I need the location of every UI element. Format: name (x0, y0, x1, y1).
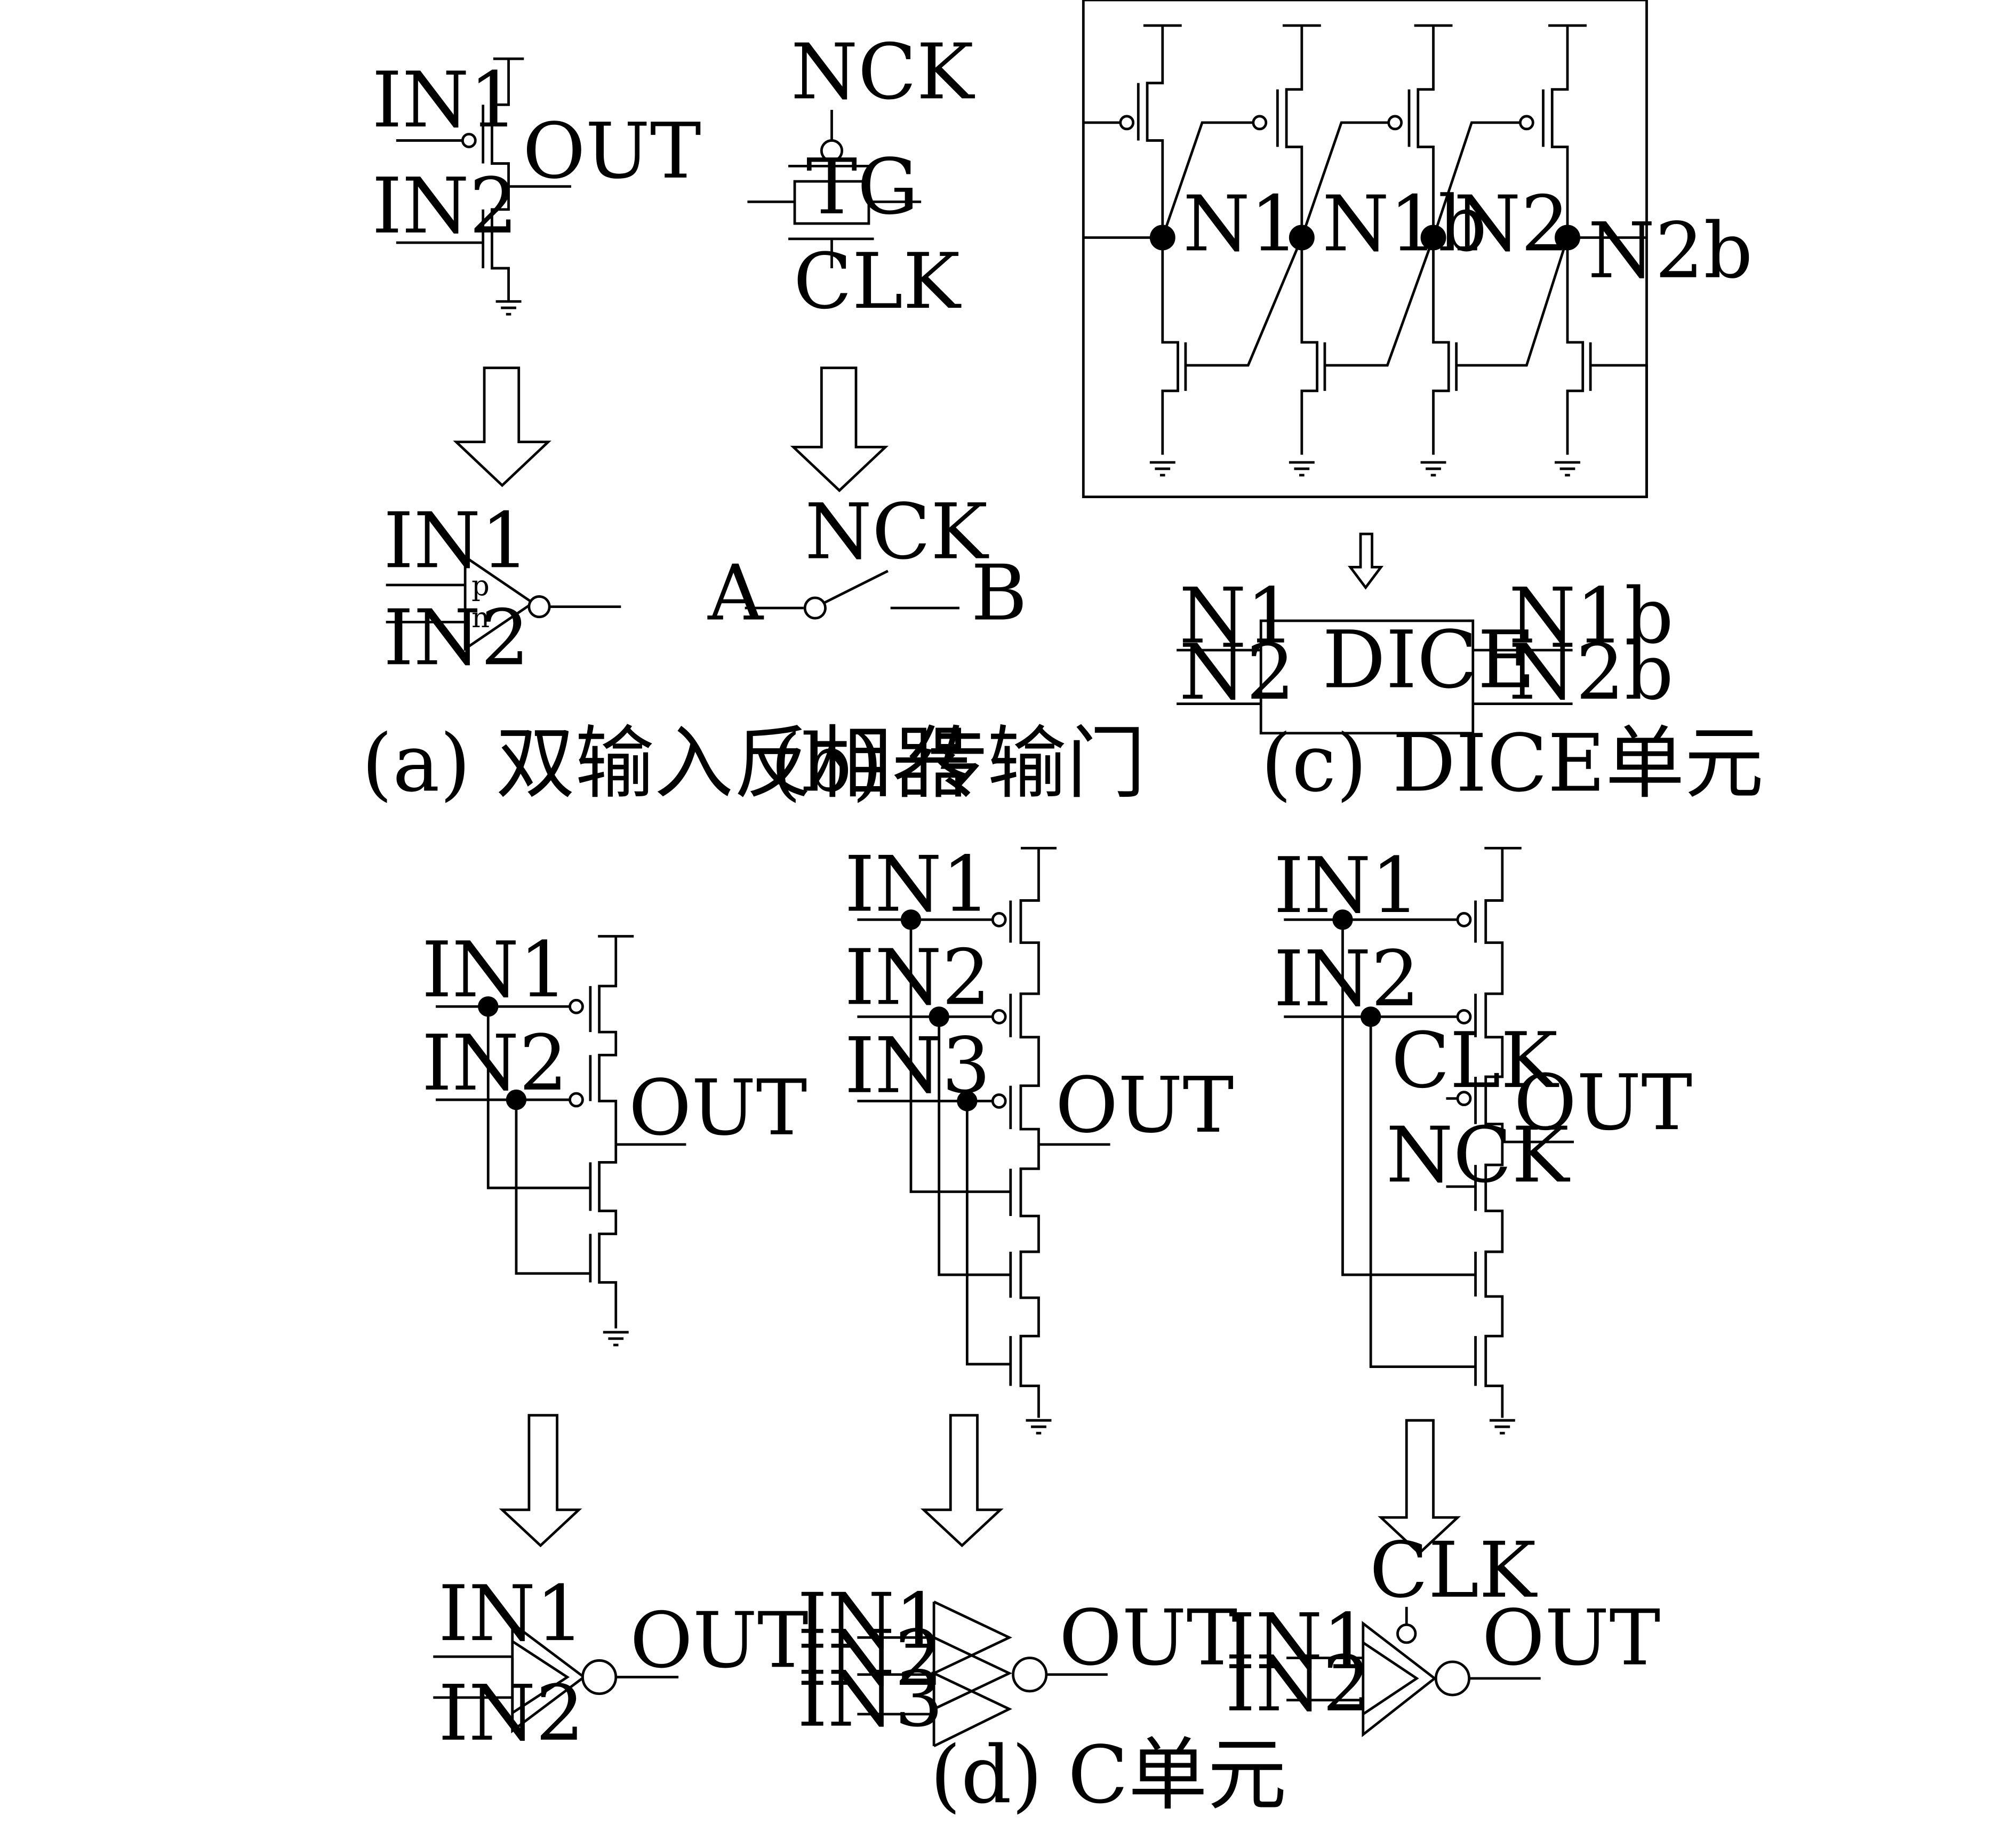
a-sym-n-label: n (471, 602, 490, 634)
d2-out-label: OUT (1055, 1061, 1234, 1150)
c-n2b-label: N2b (1588, 206, 1753, 295)
panel-d3-schematic (1284, 846, 1574, 1433)
d1-in1-label: IN1 (422, 925, 568, 1014)
panel-d3-down-arrow (1378, 1419, 1461, 1555)
panel-c-dice-block (1177, 619, 1573, 735)
panel-b-tg-schematic (747, 109, 922, 268)
panel-d1-schematic (436, 935, 686, 1345)
panel-d1-down-arrow (499, 1414, 582, 1548)
d2-in3-label: IN3 (844, 1021, 990, 1110)
panel-a-inverter-symbol (386, 554, 621, 652)
c-n1b-label: N1b (1322, 179, 1487, 268)
b-nck-label: NCK (791, 27, 975, 116)
d3-nck-label: NCK (1386, 1110, 1571, 1199)
b-clk-label: CLK (794, 237, 962, 326)
d2-in2-label: IN2 (844, 933, 990, 1022)
d1-in2-label: IN2 (422, 1019, 568, 1108)
caption-b: (b) 传输门 (771, 717, 1146, 810)
panel-c-down-arrow (1348, 532, 1384, 590)
panel-d2-down-arrow (920, 1414, 1004, 1548)
d1-sym-in1-label: IN1 (438, 1569, 585, 1658)
b-tg-label: TG (806, 142, 919, 231)
d2-in1-label: IN1 (844, 840, 990, 929)
caption-d: (d) C单元 (930, 1729, 1287, 1821)
a-in1-label: IN1 (372, 55, 518, 145)
panel-b-switch-symbol (745, 570, 959, 620)
d1-out-label: OUT (629, 1063, 807, 1153)
d3-in2-label: IN2 (1274, 934, 1420, 1023)
panel-d3-c-element-symbol (1286, 1606, 1541, 1738)
d1-sym-out-label: OUT (630, 1596, 809, 1685)
a-in2-label: IN2 (372, 162, 518, 251)
panel-b-down-arrow (790, 366, 889, 492)
b-sw-nck-label: NCK (805, 487, 989, 577)
d3-in1-label: IN1 (1274, 841, 1420, 930)
caption-a: (a) 双输入反相器 (362, 717, 971, 810)
d3-sym-in2-label: IN2 (1225, 1639, 1371, 1729)
b-sw-b-label: B (971, 549, 1028, 638)
panel-a-inverter-schematic (396, 57, 571, 314)
a-out-label: OUT (523, 107, 701, 196)
panel-c-node-dots (1149, 225, 1580, 251)
panel-a-down-arrow (453, 366, 551, 487)
panel-c-dice-schematic (1082, 0, 1648, 499)
a-sym-p-label: p (471, 570, 490, 602)
a-sym-in2-label: IN2 (383, 593, 530, 682)
d2-sym-in1-label: IN1 (797, 1577, 943, 1666)
panel-d2-c-element-symbol (857, 1601, 1108, 1748)
c-blk-n2-label: N2 (1179, 628, 1295, 717)
b-sw-a-label: A (707, 549, 764, 638)
c-dice-block-label: DICE (1322, 614, 1535, 706)
d3-sym-out-label: OUT (1482, 1594, 1661, 1683)
d3-sym-clk-label: CLK (1370, 1526, 1538, 1615)
labels: IN1 IN2 OUT IN1 IN2 p n NCK CLK TG NCK A… (362, 27, 1764, 1821)
c-n1-label: N1 (1183, 179, 1299, 268)
panel-d1-c-element-symbol (433, 1621, 679, 1733)
a-sym-in1-label: IN1 (383, 496, 530, 585)
d1-sym-in2-label: IN2 (438, 1669, 585, 1758)
caption-c: (c) DICE单元 (1261, 717, 1764, 810)
c-blk-n1b-label: N1b (1509, 572, 1674, 661)
panel-d2-schematic (857, 846, 1110, 1433)
c-blk-n2b-label: N2b (1509, 628, 1674, 717)
d3-sym-in1-label: IN1 (1225, 1597, 1371, 1686)
c-n2-label: N2 (1454, 179, 1570, 268)
d2-sym-in2-label: IN2 (797, 1614, 943, 1703)
c-blk-n1-label: N1 (1179, 572, 1295, 661)
d3-out-label: OUT (1514, 1058, 1692, 1147)
d2-sym-in3-label: IN3 (797, 1655, 943, 1744)
d3-clk-label: CLK (1391, 1016, 1559, 1105)
d2-sym-out-label: OUT (1059, 1594, 1238, 1683)
